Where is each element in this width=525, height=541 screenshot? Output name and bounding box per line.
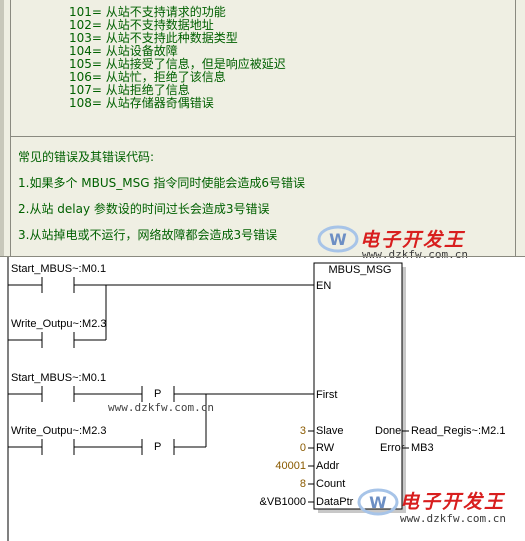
contact-write-output-label-2[interactable]: Write_Outpu~:M2.3: [11, 425, 107, 437]
error-code-108: 108= 从站存储器奇偶错误: [69, 96, 214, 110]
count-value[interactable]: 8: [299, 478, 306, 490]
pin-en: EN: [316, 280, 332, 292]
slave-value[interactable]: 3: [299, 425, 306, 437]
pin-done: Done: [375, 425, 402, 437]
error-code-105: 105= 从站接受了信息，但是响应被延迟: [69, 57, 286, 71]
comment-left-bar: [0, 0, 4, 256]
comment-border-left: [10, 0, 11, 256]
watermark-url-bottom: www.dzkfw.com.cn: [400, 512, 506, 525]
error-code-104: 104= 从站设备故障: [69, 44, 178, 58]
comment-divider: [10, 136, 516, 137]
note-item-3: 3.从站掉电或不运行，网络故障都会造成3号错误: [18, 228, 278, 242]
network-comment: 101= 从站不支持请求的功能 102= 从站不支持数据地址 103= 从站不支…: [0, 0, 525, 261]
positive-transition-p1[interactable]: P: [154, 388, 162, 400]
pin-rw: RW: [316, 442, 335, 454]
pin-slave: Slave: [316, 425, 344, 437]
addr-value[interactable]: 40001: [275, 460, 306, 472]
pin-dataptr: DataPtr: [316, 496, 354, 508]
comment-bottom-border: [0, 256, 525, 257]
watermark-brand-bottom: 电子开发王: [400, 491, 506, 513]
rw-value[interactable]: 0: [299, 442, 306, 454]
watermark-url-mid: www.dzkfw.com.cn: [108, 401, 214, 414]
error-code-103: 103= 从站不支持此种数据类型: [69, 31, 238, 45]
comment-border-right: [515, 0, 516, 256]
watermark-brand-top: 电子开发王: [360, 229, 466, 251]
error-code-102: 102= 从站不支持数据地址: [69, 18, 214, 32]
error-output[interactable]: MB3: [411, 442, 434, 454]
positive-transition-p2[interactable]: P: [154, 441, 162, 453]
svg-text:W: W: [369, 493, 387, 512]
watermark-logo-icon: W: [317, 225, 359, 253]
pin-first: First: [316, 389, 338, 401]
svg-text:W: W: [329, 230, 347, 249]
pin-error: Error: [380, 442, 405, 454]
watermark-logo-icon-bottom: W: [357, 488, 399, 516]
pin-addr: Addr: [316, 460, 340, 472]
notes-heading: 常见的错误及其错误代码:: [18, 150, 155, 164]
contact-start-mbus-label-2[interactable]: Start_MBUS~:M0.1: [11, 372, 107, 384]
note-item-1: 1.如果多个 MBUS_MSG 指令同时使能会造成6号错误: [18, 176, 305, 190]
watermark-url-top: www.dzkfw.com.cn: [362, 248, 468, 261]
error-code-101: 101= 从站不支持请求的功能: [69, 5, 226, 19]
error-code-107: 107= 从站拒绝了信息: [69, 83, 190, 97]
contact-write-output-label[interactable]: Write_Outpu~:M2.3: [11, 318, 107, 330]
note-item-2: 2.从站 delay 参数设的时间过长会造成3号错误: [18, 202, 270, 216]
error-code-106: 106= 从站忙，拒绝了该信息: [69, 70, 226, 84]
dataptr-value[interactable]: &VB1000: [259, 496, 306, 508]
pin-count: Count: [316, 478, 346, 490]
ladder-diagram: [7, 257, 409, 541]
done-output[interactable]: Read_Regis~:M2.1: [411, 425, 506, 437]
contact-start-mbus-label[interactable]: Start_MBUS~:M0.1: [11, 263, 107, 275]
block-title[interactable]: MBUS_MSG: [328, 264, 392, 276]
